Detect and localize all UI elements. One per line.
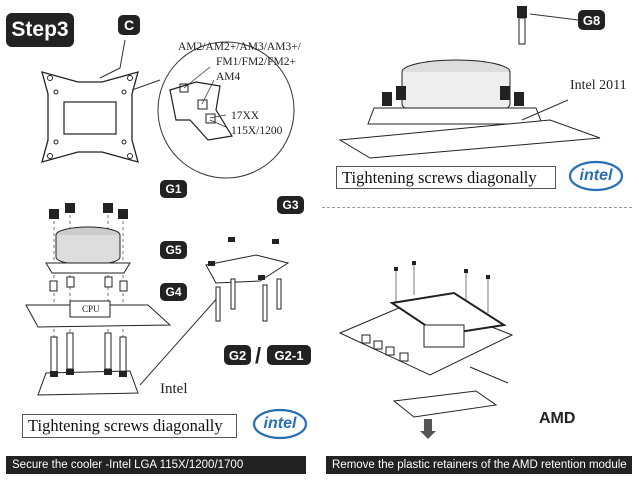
intel-logo-left: intel (252, 408, 308, 440)
tag-g4: G4 (160, 283, 187, 301)
tag-g5: G5 (160, 241, 187, 259)
tag-g1: G1 (160, 180, 187, 198)
amd-retention-drawing (338, 261, 514, 439)
intel-logo-swoosh-icon (252, 408, 308, 440)
socket-label-17xx: 17XX (231, 110, 260, 122)
intel-logo-swoosh-icon (568, 160, 624, 192)
section-divider (322, 207, 632, 208)
caption-tighten-right: Tightening screws diagonally (336, 166, 556, 189)
intel-logo-text: intel (263, 415, 297, 432)
intel2011-drawing (338, 6, 601, 159)
tag-slash: / (255, 343, 262, 368)
intel-label: Intel (160, 381, 188, 397)
step-label: Step3 (6, 13, 74, 47)
intel-2011-label: Intel 2011 (570, 78, 627, 93)
intel-logo-right: intel (568, 160, 624, 192)
footer-bar-right: Remove the plastic retainers of the AMD … (326, 456, 632, 474)
footer-bar-left: Secure the cooler -Intel LGA 115X/1200/1… (6, 456, 306, 474)
socket-label-fm1: FM1/FM2/FM2+ (216, 56, 296, 68)
tag-g8: G8 (578, 10, 605, 30)
tag-g2: G2 (224, 345, 251, 365)
backplate-drawing (41, 39, 295, 179)
socket-label-am2: AM2/AM2+/AM3/AM3+/ (178, 41, 301, 53)
caption-tighten-left: Tightening screws diagonally (22, 414, 237, 438)
cpu-label: CPU (82, 304, 100, 314)
amd-logo: AMD (539, 410, 576, 427)
socket-label-115x: 115X/1200 (231, 125, 283, 137)
socket-label-am4: AM4 (216, 71, 241, 83)
tag-g3: G3 (277, 196, 304, 214)
intel-logo-text: intel (579, 167, 613, 184)
tag-g2-1: G2-1 (267, 345, 311, 365)
intel-assembly-drawing (25, 203, 290, 396)
part-tag-c: C (118, 15, 140, 35)
